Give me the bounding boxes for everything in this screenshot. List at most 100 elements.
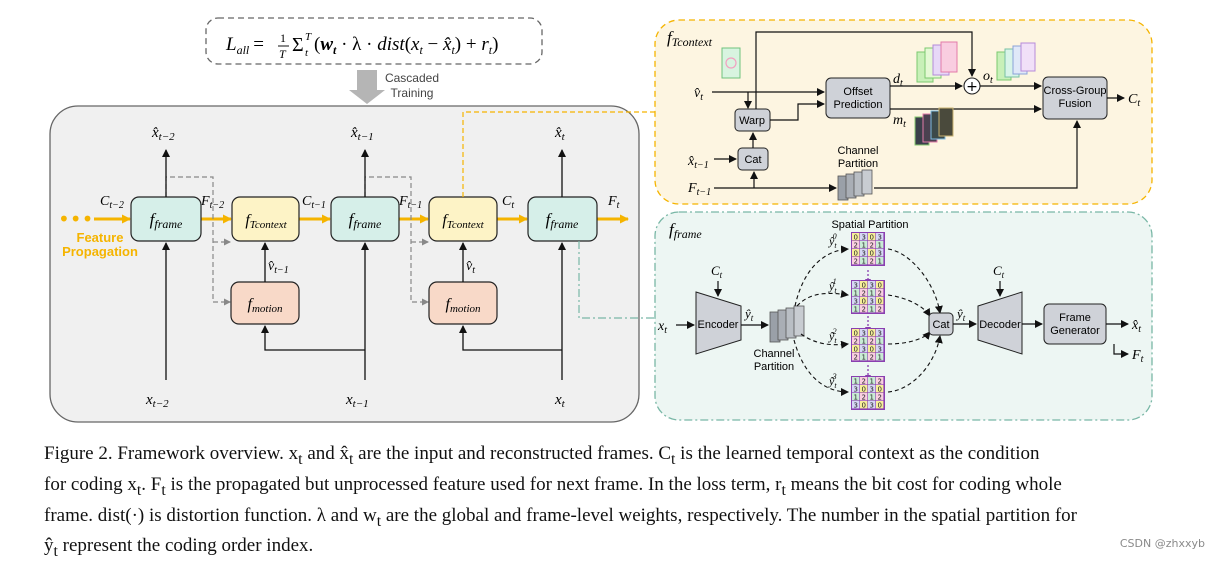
warp-label: Warp [739, 115, 765, 127]
grid-cell-index: 0 [853, 346, 857, 354]
caption-line-2: for coding xt. Ft is the propagated but … [44, 473, 1062, 499]
grid-cell [876, 393, 884, 401]
frame-C-label-2: Ct [993, 263, 1005, 280]
grid-cell [868, 241, 876, 249]
grid-cell-index: 3 [877, 330, 881, 338]
grid-cell [876, 385, 884, 393]
grid-cell [860, 297, 868, 305]
grid-cell [852, 305, 860, 313]
arc-y0-to-cat [887, 248, 943, 314]
frame-xhat-label: x̂t [1131, 318, 1141, 335]
label-xhat-tm2: x̂t−2 [151, 125, 175, 143]
in-to-motion-2 [459, 325, 562, 351]
grid-cell [860, 233, 868, 241]
loss-formula: Lall= [225, 34, 264, 57]
svg-text:fframe: fframe [349, 210, 382, 231]
tctx-d-label: dt [893, 72, 903, 89]
grid-cell-index: 1 [877, 242, 881, 250]
grid-cell [852, 249, 860, 257]
frame-block-2: fframe [330, 196, 400, 242]
grid-cell-index: 3 [869, 298, 873, 306]
encoder-label: Encoder [698, 319, 739, 331]
frame-chan-label-a: Channel [754, 348, 795, 360]
grid-cell [852, 289, 860, 297]
left-panel-bg [49, 105, 640, 423]
grid-cell-index: 1 [877, 338, 881, 346]
generator-box [1043, 303, 1107, 345]
grid-cell-index: 1 [853, 378, 857, 386]
grid-cell-index: 1 [861, 338, 865, 346]
frame-title: fframe [669, 220, 702, 241]
grid-cell [852, 353, 860, 361]
grid-cell [852, 233, 860, 241]
feature-stack-offset [996, 42, 1036, 81]
grid-cell-index: 2 [861, 306, 865, 314]
label-f-tm1: Ft−1 [398, 194, 422, 211]
grid-cell-index: 2 [877, 306, 881, 314]
grid-cell-index: 1 [853, 290, 857, 298]
grid-cell-index: 2 [861, 378, 865, 386]
grid-cell [860, 241, 868, 249]
tctx-C-label: Ct [1128, 92, 1140, 109]
loss-equation: Lall= 1 T Σ T t (wt · λ · dist(xt − x̂t)… [205, 17, 543, 104]
training-arrow-head [349, 90, 385, 104]
training-arrow-shaft [357, 70, 377, 90]
grid-cell [860, 401, 868, 409]
grid-cell-index: 1 [853, 394, 857, 402]
tctx-v-label: v̂t [694, 86, 703, 103]
svg-text:fTcontext: fTcontext [442, 212, 484, 231]
grid-cell [876, 257, 884, 265]
grid-cell-index: 0 [861, 282, 865, 290]
propagation-label-b: Propagation [62, 244, 138, 259]
grid-cell [860, 385, 868, 393]
grid-cell-index: 3 [853, 282, 857, 290]
loss-formula-body: (wt · λ · dist(xt − x̂t) + rt) [314, 34, 498, 57]
y1-label: ŷt1 [828, 277, 837, 295]
decoder-shape [977, 291, 1023, 355]
motion-block-2: fmotion [428, 281, 498, 325]
gen-to-F [1113, 344, 1129, 358]
label-x-t: xt [554, 392, 566, 410]
label-x-tm2: xt−2 [145, 392, 169, 410]
grid-cell-index: 3 [853, 386, 857, 394]
frame-y2-label: ŷt [955, 306, 966, 323]
grid-cell-index: 3 [869, 282, 873, 290]
grid-cell [852, 337, 860, 345]
label-c-t: Ct [502, 194, 514, 211]
grid-cell [876, 281, 884, 289]
grid-cell-index: 2 [877, 290, 881, 298]
grid-cell-index: 0 [877, 402, 881, 410]
add-symbol: + [966, 79, 978, 95]
label-xhat-t: x̂t [554, 125, 566, 143]
grid-cell [852, 401, 860, 409]
offset-label-b: Prediction [834, 99, 883, 111]
grid-cell-index: 0 [853, 250, 857, 258]
frame-C-label-1: Ct [711, 263, 723, 280]
cat-label: Cat [744, 154, 761, 166]
decoder-label: Decoder [979, 319, 1021, 331]
training-label-a: Cascaded [385, 71, 439, 85]
grid-cell [868, 385, 876, 393]
grid-cell-index: 3 [861, 234, 865, 242]
grid-cell [876, 241, 884, 249]
arc-to-y2 [800, 333, 849, 349]
generator-label-b: Generator [1050, 325, 1100, 337]
framework-diagram: Lall= 1 T Σ T t (wt · λ · dist(xt − x̂t)… [49, 17, 1153, 423]
grid-cell [876, 401, 884, 409]
spatial-partition-label: Spatial Partition [831, 219, 908, 231]
loss-frac-den: T [279, 47, 287, 61]
grid-cell-index: 0 [877, 386, 881, 394]
grid-cell [868, 337, 876, 345]
svg-text:fframe: fframe [150, 210, 183, 231]
grid-cell [868, 353, 876, 361]
frame-F-label: Ft [1131, 348, 1144, 365]
svg-text:fframe: fframe [546, 210, 579, 231]
frame-y-label: ŷt [743, 306, 754, 323]
watermark: CSDN @zhxxyb [1119, 537, 1205, 550]
grid-cell-index: 1 [869, 394, 873, 402]
grid-cell-index: 2 [853, 354, 857, 362]
grid-cell [876, 297, 884, 305]
caption-line-3: frame. dist(·) is distortion function. λ… [44, 504, 1077, 530]
figure-caption: Figure 2. Framework overview. xt and x̂t… [44, 441, 1164, 564]
